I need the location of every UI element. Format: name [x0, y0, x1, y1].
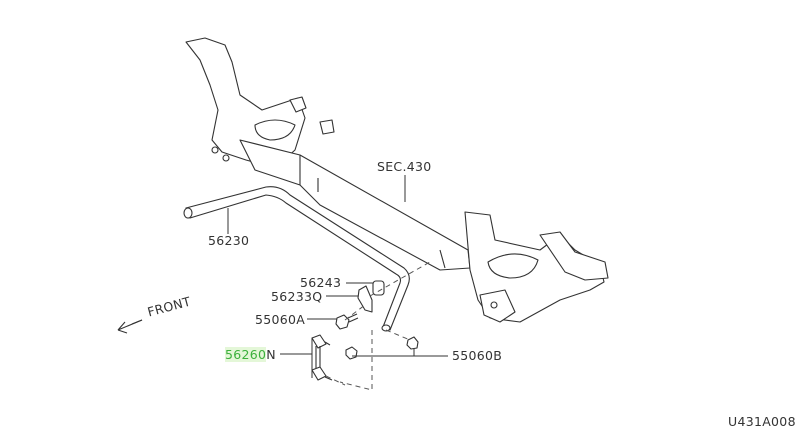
bolt-55060a	[335, 313, 359, 330]
nut-55060b-b	[406, 336, 419, 350]
label-56230[interactable]: 56230	[208, 233, 250, 248]
label-55060b[interactable]: 55060B	[452, 348, 503, 363]
label-56233q[interactable]: 56233Q	[271, 289, 323, 304]
clamp-56233q	[357, 285, 373, 313]
stabilizer-link-56260n	[311, 334, 333, 381]
highlighted-part-number: 56260	[225, 347, 267, 362]
front-arrow-icon	[117, 319, 143, 334]
label-sec-430[interactable]: SEC.430	[377, 159, 432, 174]
bushing-56243	[372, 280, 385, 296]
diagram-code: U431A008	[728, 414, 796, 428]
label-56243[interactable]: 56243	[300, 275, 342, 290]
suspension-member-sec430	[185, 37, 609, 323]
label-56260n[interactable]: 56260N	[225, 347, 276, 362]
part-suffix: N	[266, 347, 276, 362]
stabilizer-bar	[183, 186, 410, 332]
label-55060a[interactable]: 55060A	[255, 312, 306, 327]
nut-55060b-a	[345, 346, 358, 360]
